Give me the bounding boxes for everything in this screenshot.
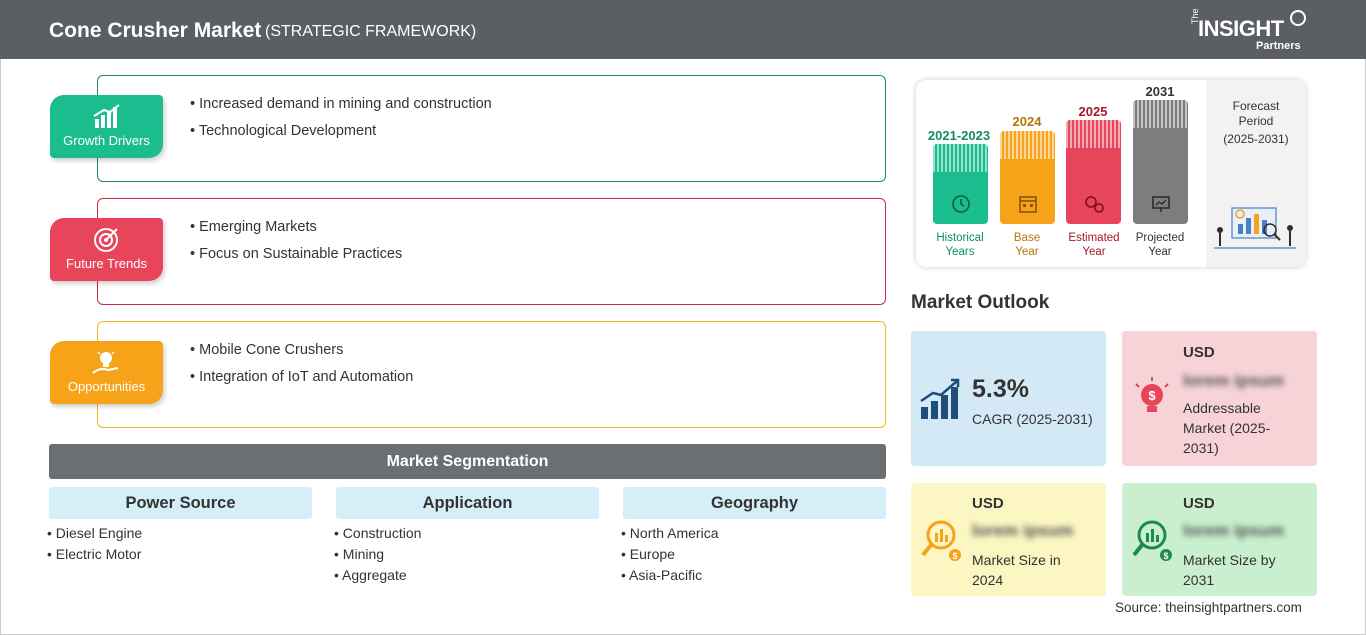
opportunities-box: Mobile Cone Crushers Integration of IoT … [97, 321, 886, 428]
list-item: Mobile Cone Crushers [190, 342, 413, 358]
timeline-bar-base [1000, 131, 1055, 224]
timeline-year: 2025 [1078, 104, 1108, 119]
list-item: Europe [621, 546, 719, 562]
magnifier-chart-icon: $ [1132, 520, 1172, 561]
currency-label: USD [972, 495, 1004, 512]
segment-heading: Application [336, 487, 599, 519]
cagr-card: 5.3% CAGR (2025-2031) [911, 331, 1106, 466]
blurred-value: lorem ipsum [1183, 521, 1285, 540]
list-item: Mining [334, 546, 421, 562]
timeline-label: Estimated Year [1068, 232, 1120, 258]
list-item: Construction [334, 525, 422, 541]
logo-ring-icon [1290, 10, 1306, 26]
growth-chart-icon [93, 104, 120, 128]
list-item: Focus on Sustainable Practices [190, 246, 402, 262]
list-item: Electric Motor [47, 546, 142, 562]
opportunities-badge: Opportunities [50, 341, 163, 404]
header-bar: Cone Crusher Market (STRATEGIC FRAMEWORK… [0, 0, 1366, 59]
growth-bars-icon [920, 378, 960, 419]
history-clock-icon [952, 195, 970, 213]
market-size-2031-card: USD lorem ipsum $ Market Size by 2031 [1122, 483, 1317, 596]
page-subtitle: (STRATEGIC FRAMEWORK) [265, 23, 477, 40]
list-item: Asia-Pacific [621, 567, 719, 583]
timeline-year: 2024 [1012, 114, 1042, 129]
market-outlook-title: Market Outlook [911, 292, 1050, 313]
lightbulb-hand-icon [92, 351, 119, 374]
growth-drivers-box: Increased demand in mining and construct… [97, 75, 886, 182]
segment-heading: Power Source [49, 487, 312, 519]
svg-text:$: $ [1163, 551, 1168, 561]
currency-label: USD [1183, 495, 1215, 512]
timeline-label: Base Year [1013, 232, 1041, 258]
svg-text:$: $ [1148, 388, 1156, 403]
gears-icon [1085, 196, 1104, 213]
source-citation: Source: theinsightpartners.com [1115, 600, 1302, 615]
list-item: Aggregate [334, 567, 421, 583]
market-size-2024-label: Market Size in 2024 [972, 552, 1061, 588]
list-item: Integration of IoT and Automation [190, 369, 413, 385]
addressable-market-label: Addressable Market (2025- 2031) [1183, 400, 1271, 456]
list-item: Technological Development [190, 123, 492, 139]
page-title: Cone Crusher Market [49, 19, 262, 42]
timeline-bar-historical [933, 144, 988, 224]
list-item: North America [621, 525, 719, 541]
presentation-icon [1152, 196, 1170, 212]
future-trends-label: Future Trends [66, 256, 147, 271]
magnifier-chart-icon: $ [921, 520, 961, 561]
target-icon [94, 228, 118, 252]
segmentation-title: Market Segmentation [49, 444, 886, 479]
list-item: Emerging Markets [190, 219, 402, 235]
future-trends-box: Emerging Markets Focus on Sustainable Pr… [97, 198, 886, 305]
market-size-2024-card: USD lorem ipsum $ Market Size in 2024 [911, 483, 1106, 596]
currency-label: USD [1183, 344, 1215, 361]
addressable-market-card: USD lorem ipsum $ Addressable Market (20… [1122, 331, 1317, 466]
dollar-bulb-icon: $ [1135, 377, 1169, 412]
market-size-2031-label: Market Size by 2031 [1183, 552, 1276, 588]
list-item: Increased demand in mining and construct… [190, 96, 492, 112]
timeline-label: Historical Years [936, 232, 984, 258]
analytics-people-icon [1214, 207, 1296, 249]
forecast-label: Forecast Period (2025-2031) [1223, 99, 1289, 146]
segment-heading: Geography [623, 487, 886, 519]
cagr-value: 5.3% [972, 375, 1029, 403]
growth-drivers-label: Growth Drivers [63, 133, 150, 148]
future-trends-badge: Future Trends [50, 218, 163, 281]
timeline-year: 2031 [1145, 84, 1175, 99]
segment-list-geography: North America Europe Asia-Pacific [621, 525, 719, 588]
timeline-label: Projected Year [1135, 232, 1185, 258]
timeline-panel: 2021-2023 Historical Years 2024 Base Yea… [916, 80, 1306, 267]
opportunities-label: Opportunities [67, 379, 146, 394]
brand-logo: The INSIGHT Partners [1190, 8, 1310, 54]
segment-list-application: Construction Mining Aggregate [334, 525, 421, 588]
list-item: Diesel Engine [47, 525, 142, 541]
growth-drivers-badge: Growth Drivers [50, 95, 163, 158]
blurred-value: lorem ipsum [1183, 371, 1285, 390]
cagr-label: CAGR (2025-2031) [972, 411, 1093, 427]
svg-text:$: $ [952, 551, 957, 561]
segment-list-power-source: Diesel Engine Electric Motor [47, 525, 142, 567]
blurred-value: lorem ipsum [972, 521, 1074, 540]
calendar-icon [1019, 196, 1037, 213]
timeline-year: 2021-2023 [927, 128, 991, 143]
